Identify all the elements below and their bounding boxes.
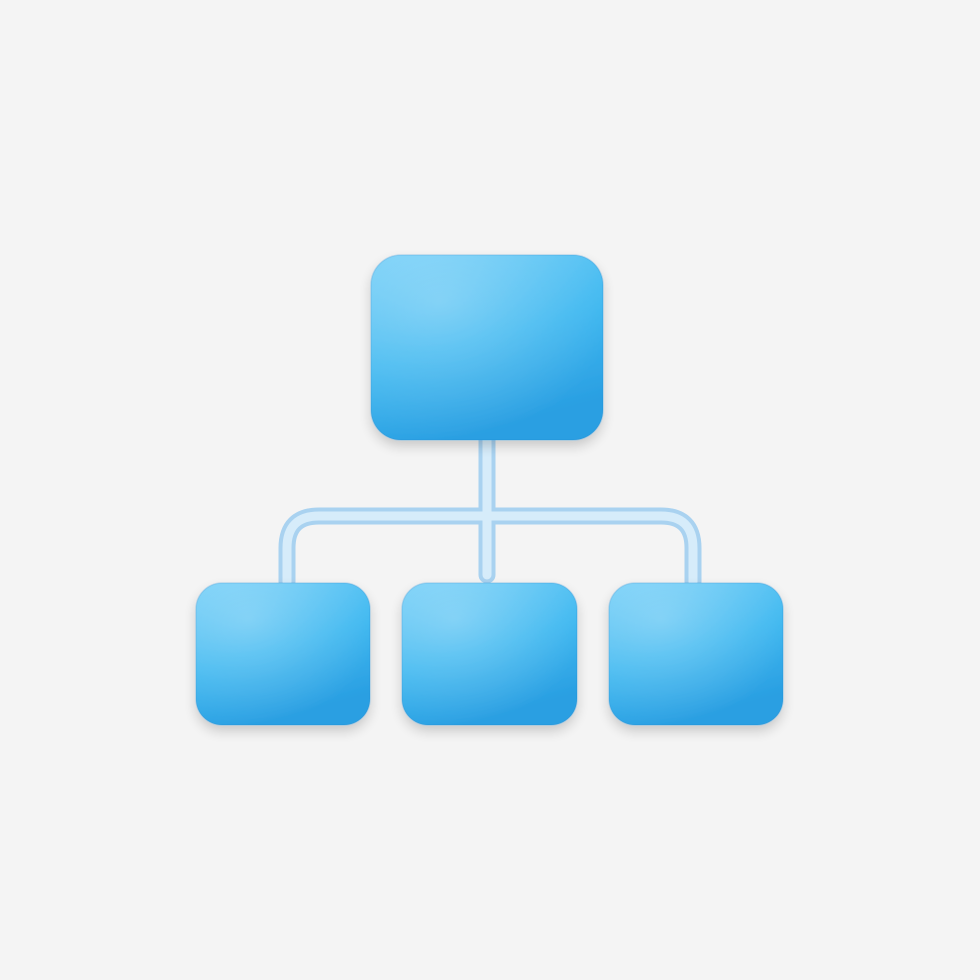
connector-branch-highlight — [282, 511, 698, 587]
node-root — [370, 254, 604, 441]
hierarchy-nodes — [195, 254, 784, 726]
connector-lines — [278, 429, 702, 591]
node-child-center — [401, 582, 578, 726]
node-child-right — [608, 582, 784, 726]
node-child-left — [195, 582, 371, 726]
